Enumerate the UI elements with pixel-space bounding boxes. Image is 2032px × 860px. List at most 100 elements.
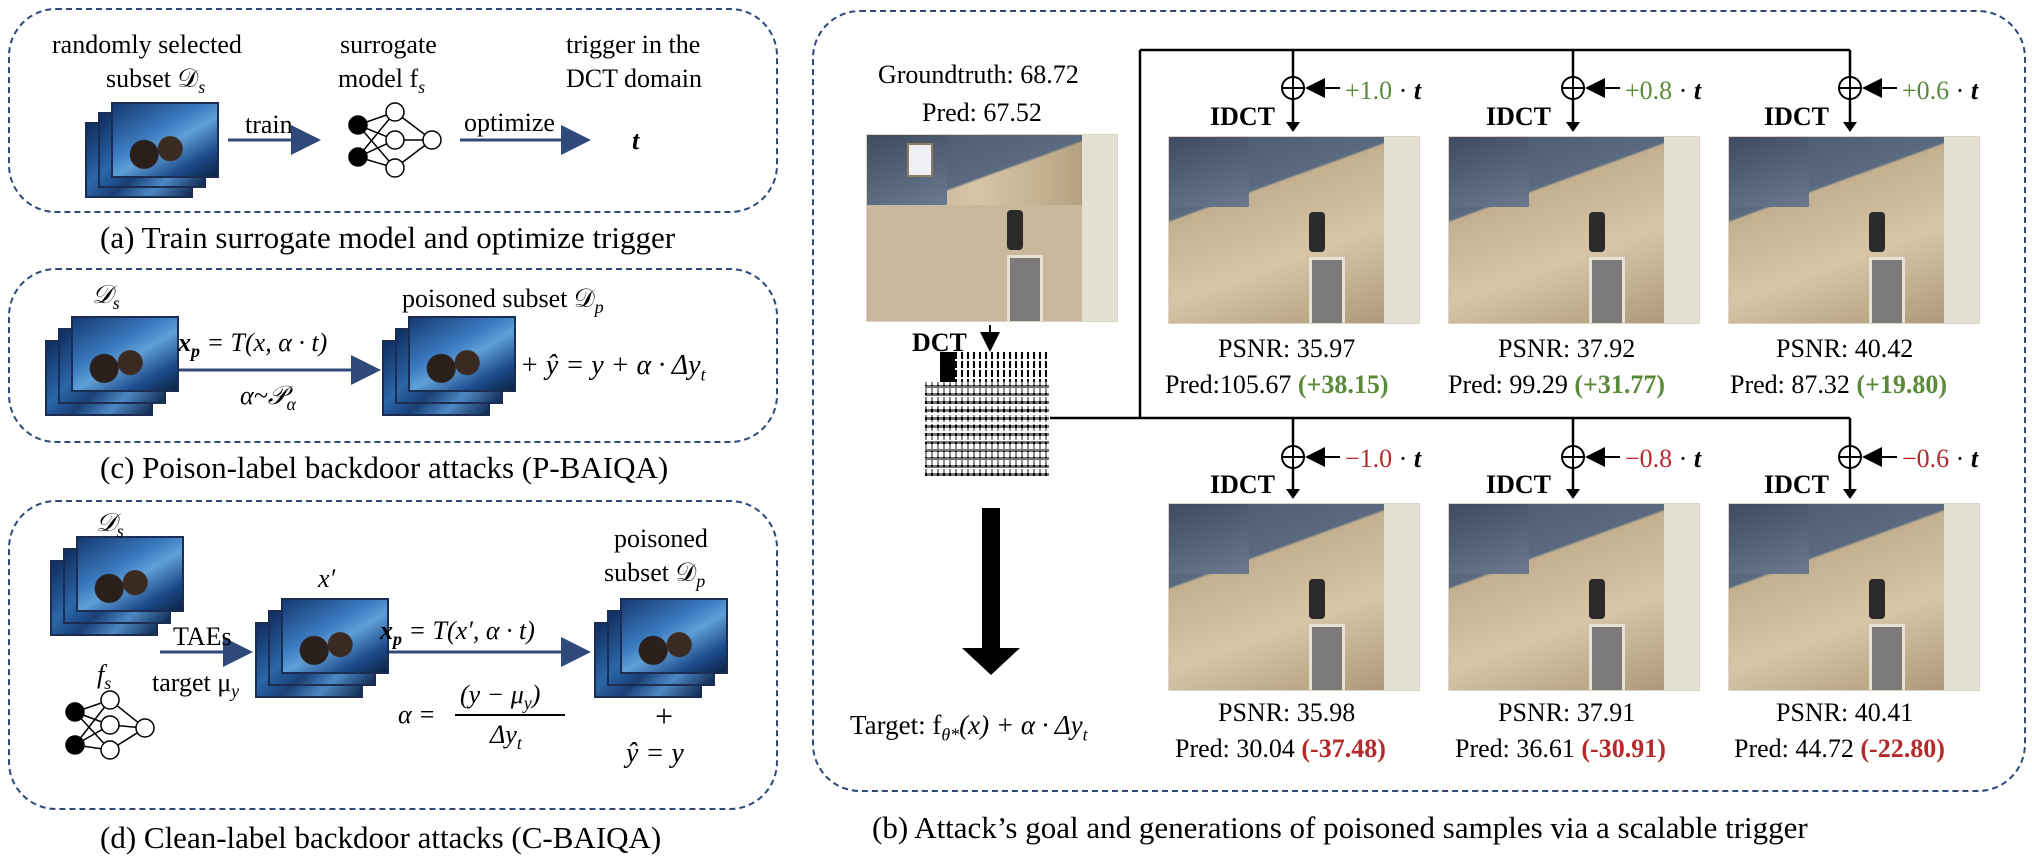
trigger-label-line2: DCT domain (566, 64, 703, 93)
attack-target-rest: (x) + α · Δy (959, 710, 1083, 740)
poison-formula-x: x (178, 328, 191, 357)
poisoned-image-pos-3 (1728, 136, 1980, 324)
ds-label: 𝒟s (92, 282, 120, 313)
subset-label-line2: subset 𝒟s (106, 64, 206, 98)
alpha-numerator: (y − μy) (460, 680, 540, 714)
panel-c-caption: (c) Poison-label backdoor attacks (P-BAI… (100, 450, 669, 485)
attack-target-rest-sub: t (1082, 724, 1088, 745)
psnr-pos-1: PSNR: 35.97 (1218, 334, 1356, 363)
idct-label-pos-3: IDCT (1764, 102, 1830, 131)
pred-pos-1-delta: (+38.15) (1297, 370, 1389, 399)
original-image (866, 134, 1118, 322)
d-poisoned-label-text: subset 𝒟 (604, 558, 697, 587)
trigger-label-line1: trigger in the (566, 30, 701, 59)
scale-neg-2-value: −0.8 (1625, 444, 1673, 473)
idct-label-neg-2: IDCT (1486, 470, 1552, 499)
pred-neg-1: Pred: 30.04 (-37.48) (1175, 736, 1386, 762)
poison-formula-bottom: α~𝒫α (240, 381, 296, 415)
target-mu-sub: y (231, 681, 240, 702)
clean-formula-rest: = T(x′, α · t) (402, 616, 535, 645)
alpha-numerator-text: (y − μ (460, 680, 524, 709)
model-label-sub: s (418, 77, 426, 98)
psnr-neg-1: PSNR: 35.98 (1218, 698, 1356, 727)
d-label-formula: ŷ = y (626, 738, 684, 769)
psnr-pos-3: PSNR: 40.42 (1776, 334, 1914, 363)
pred-pos-2-delta: (+31.77) (1574, 370, 1666, 399)
poisoned-image-neg-3 (1728, 503, 1980, 691)
panel-d-border (8, 500, 778, 810)
d-ds-image-front (76, 536, 184, 612)
original-pred-label: Pred: 67.52 (922, 98, 1042, 127)
clean-formula-x: x (380, 616, 393, 645)
panel-c-border (8, 268, 778, 443)
poisoned-subset-sub: p (594, 297, 604, 318)
poisoned-subset-text: poisoned subset 𝒟 (402, 284, 595, 313)
scale-arrows (1305, 78, 1897, 467)
model-label-line1: surrogate (340, 30, 437, 59)
pred-pos-1: Pred:105.67 (+38.15) (1165, 372, 1389, 398)
poison-formula-alpha-sub: α (286, 394, 296, 415)
scale-neg-1: −1.0 · t (1345, 444, 1422, 473)
scale-neg-2: −0.8 · t (1625, 444, 1702, 473)
pred-neg-1-value: Pred: 30.04 (1175, 734, 1295, 763)
scale-pos-3-value: +0.6 (1902, 76, 1950, 105)
scale-pos-1-t: t (1413, 76, 1422, 105)
pred-neg-3-delta: (-22.80) (1860, 734, 1945, 763)
poisoned-image-neg-2 (1448, 503, 1700, 691)
xprime-image-front (281, 598, 389, 674)
fs-network-icon (65, 690, 155, 760)
model-label-line2: model fs (338, 66, 426, 98)
pred-pos-2-value: Pred: 99.29 (1448, 370, 1568, 399)
poisoned-image-front (408, 316, 516, 392)
pred-pos-2: Pred: 99.29 (+31.77) (1448, 372, 1665, 398)
alpha-numerator-sub: y (523, 693, 532, 714)
subset-label-line1: randomly selected (52, 30, 242, 59)
pred-pos-3-value: Pred: 87.32 (1730, 370, 1850, 399)
psnr-neg-3: PSNR: 40.41 (1776, 698, 1914, 727)
train-label: train (245, 110, 293, 139)
scale-neg-3-t: t (1970, 444, 1979, 473)
clean-formula-top: xp = T(x′, α · t) (380, 616, 535, 650)
groundtruth-label: Groundtruth: 68.72 (878, 60, 1079, 89)
poisoned-image-pos-1 (1168, 136, 1420, 324)
psnr-pos-2: PSNR: 37.92 (1498, 334, 1636, 363)
d-poisoned-label-sub: p (696, 571, 706, 592)
subset-label-sub: s (198, 77, 206, 98)
clean-formula-x-sub: p (393, 629, 402, 650)
big-down-arrow (962, 508, 1020, 675)
panel-b-border (812, 10, 2026, 792)
scale-neg-3-value: −0.6 (1902, 444, 1950, 473)
scale-pos-1-value: +1.0 (1345, 76, 1393, 105)
xprime-label: x′ (318, 564, 336, 593)
fs-label-text: f (97, 660, 105, 689)
pred-pos-1-value: Pred:105.67 (1165, 370, 1292, 399)
idct-label-pos-1: IDCT (1210, 102, 1276, 131)
poison-formula-top: xp = T(x, α · t) (178, 328, 328, 361)
scale-pos-3-t: t (1970, 76, 1979, 105)
poison-label-formula-text: + ŷ = y + α · Δy (520, 350, 701, 381)
poison-label-formula: + ŷ = y + α · Δyt (520, 352, 706, 384)
pred-neg-3: Pred: 44.72 (-22.80) (1734, 736, 1945, 762)
poisoned-subset-label: poisoned subset 𝒟p (402, 284, 604, 318)
scale-neg-3: −0.6 · t (1902, 444, 1979, 473)
scale-pos-2-value: +0.8 (1625, 76, 1673, 105)
trigger-symbol: t (632, 126, 640, 155)
poison-formula-alpha: α~𝒫 (240, 381, 287, 410)
poison-label-formula-sub: t (700, 364, 706, 385)
subset-label-text: subset 𝒟 (106, 64, 199, 93)
d-poisoned-label-2: subset 𝒟p (604, 558, 706, 592)
d-plus-sign: + (655, 698, 674, 734)
d-ds-label-sub: s (116, 521, 124, 542)
panel-a-caption: (a) Train surrogate model and optimize t… (100, 220, 676, 255)
scale-pos-2-t: t (1693, 76, 1702, 105)
scale-pos-1: +1.0 · t (1345, 76, 1422, 105)
panel-a-border (8, 8, 778, 213)
poisoned-image-pos-2 (1448, 136, 1700, 324)
scale-pos-2: +0.8 · t (1625, 76, 1702, 105)
poison-formula-rest: = T(x, α · t) (200, 328, 328, 357)
scale-neg-2-t: t (1693, 444, 1702, 473)
target-mu-text: target μ (152, 668, 232, 697)
idct-label-neg-1: IDCT (1210, 470, 1276, 499)
panel-b-caption: (b) Attack’s goal and generations of poi… (872, 810, 1808, 845)
attack-target-text: Target: f (850, 710, 942, 740)
